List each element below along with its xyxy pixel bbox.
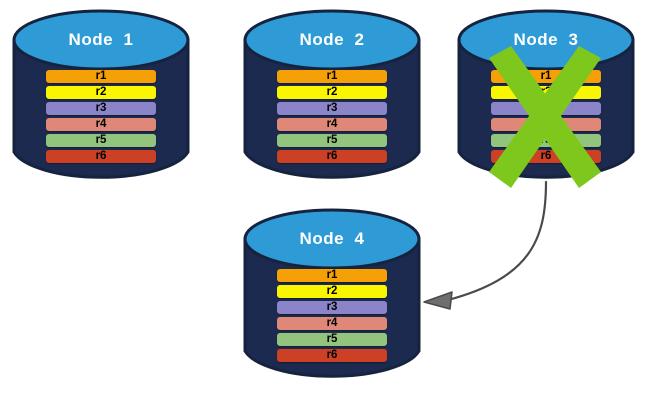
node-3-rows: r1 r2 r3 r4 r5 r6 [457,70,635,166]
row-r6[interactable]: r6 [277,150,387,163]
row-r2[interactable]: r2 [491,86,601,99]
row-r6[interactable]: r6 [46,150,156,163]
row-r4[interactable]: r4 [277,317,387,330]
node-2[interactable]: Node 2 r1 r2 r3 r4 r5 r6 [243,8,421,184]
row-r5[interactable]: r5 [491,134,601,147]
row-r3[interactable]: r3 [491,102,601,115]
row-r4[interactable]: r4 [277,118,387,131]
row-r1[interactable]: r1 [277,70,387,83]
row-r5[interactable]: r5 [277,134,387,147]
row-r1[interactable]: r1 [277,269,387,282]
node-3[interactable]: Node 3 r1 r2 r3 r4 r5 r6 [457,8,635,184]
row-r6[interactable]: r6 [277,349,387,362]
row-r5[interactable]: r5 [46,134,156,147]
node-4-rows: r1 r2 r3 r4 r5 r6 [243,269,421,365]
node-1[interactable]: Node 1 r1 r2 r3 r4 r5 r6 [12,8,190,184]
row-r4[interactable]: r4 [491,118,601,131]
row-r3[interactable]: r3 [277,102,387,115]
row-r2[interactable]: r2 [277,285,387,298]
node-4[interactable]: Node 4 r1 r2 r3 r4 r5 r6 [243,207,421,383]
row-r1[interactable]: r1 [46,70,156,83]
row-r1[interactable]: r1 [491,70,601,83]
row-r2[interactable]: r2 [277,86,387,99]
node-1-rows: r1 r2 r3 r4 r5 r6 [12,70,190,166]
row-r6[interactable]: r6 [491,150,601,163]
row-r3[interactable]: r3 [277,301,387,314]
node-2-rows: r1 r2 r3 r4 r5 r6 [243,70,421,166]
row-r2[interactable]: r2 [46,86,156,99]
row-r5[interactable]: r5 [277,333,387,346]
row-r4[interactable]: r4 [46,118,156,131]
row-r3[interactable]: r3 [46,102,156,115]
